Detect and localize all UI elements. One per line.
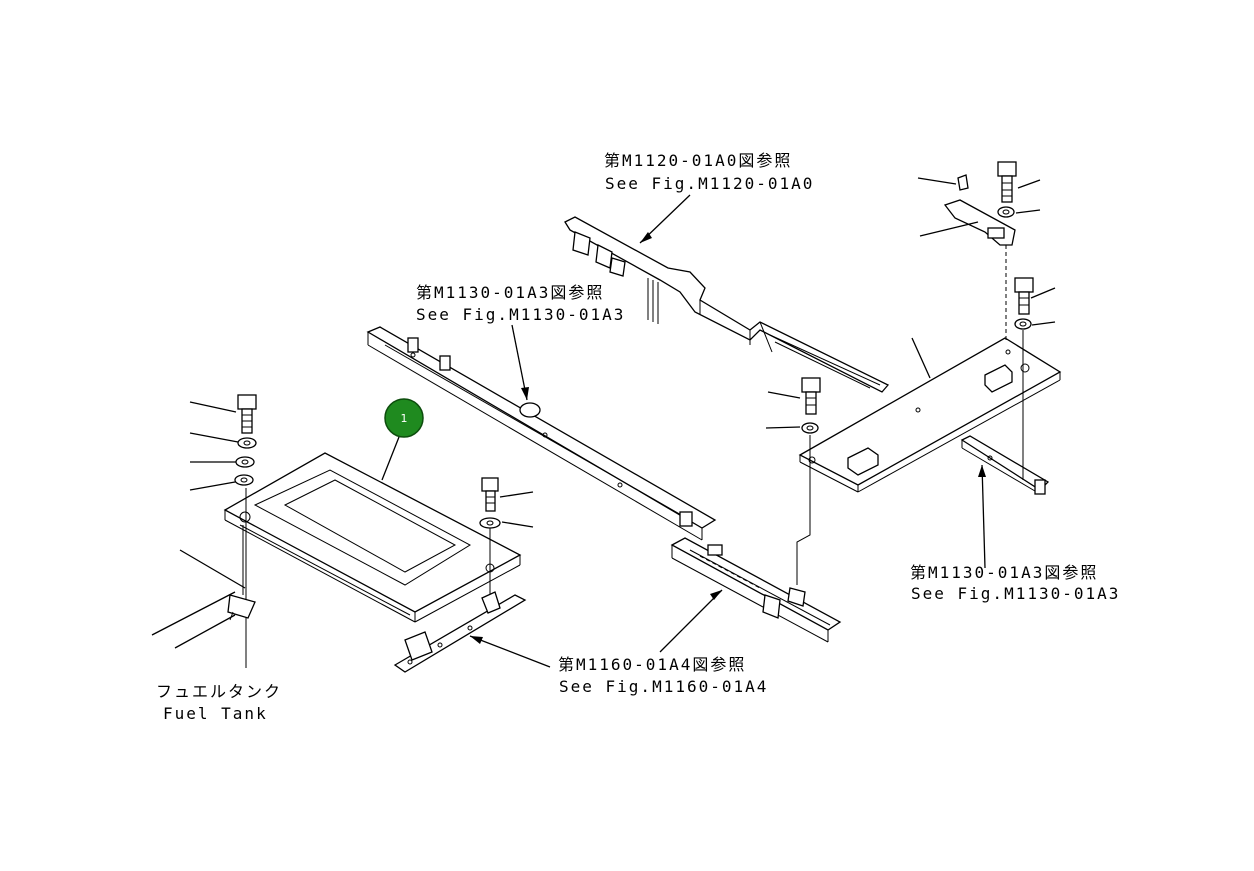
label-m1130-right-en: See Fig.M1130-01A3 (911, 584, 1120, 603)
label-m1130-top-en: See Fig.M1130-01A3 (416, 305, 625, 324)
plate-right-fasteners (479, 477, 534, 600)
fuel-tank-outline (151, 549, 256, 649)
middle-fasteners (765, 377, 821, 585)
label-m1120-en: See Fig.M1120-01A0 (605, 174, 814, 193)
label-fuel-tank-jp: フュエルタンク (156, 682, 282, 701)
upper-beam (564, 216, 890, 393)
right-lower-bracket (960, 435, 1050, 495)
reference-labels: 第M1120-01A0図参照 See Fig.M1120-01A0 第M1130… (156, 151, 1120, 723)
top-right-fasteners (917, 161, 1056, 480)
left-fasteners (189, 394, 257, 668)
cover-plate (223, 452, 522, 623)
lower-beam (670, 537, 842, 643)
label-m1130-right-jp: 第M1130-01A3図参照 (910, 563, 1098, 582)
right-plate (798, 337, 1062, 493)
center-beam (366, 326, 717, 541)
lower-left-bracket (393, 591, 527, 673)
label-m1130-top-jp: 第M1130-01A3図参照 (416, 283, 604, 302)
callout-1[interactable]: 1 (384, 398, 424, 438)
label-m1160-jp: 第M1160-01A4図参照 (558, 655, 746, 674)
label-m1120-jp: 第M1120-01A0図参照 (604, 151, 792, 170)
label-fuel-tank-en: Fuel Tank (163, 704, 268, 723)
callout-1-circle[interactable] (384, 398, 424, 438)
callout-1-number: 1 (401, 412, 408, 425)
leader-lines (381, 194, 986, 668)
label-m1160-en: See Fig.M1160-01A4 (559, 677, 768, 696)
